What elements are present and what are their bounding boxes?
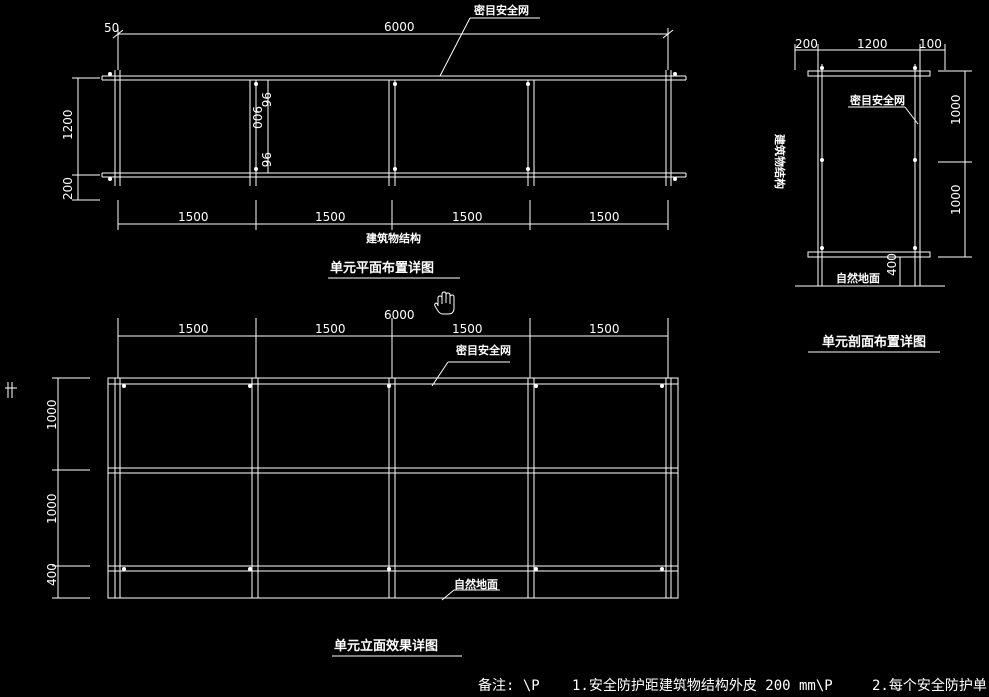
- plan-dim-1200: 1200: [61, 109, 75, 140]
- section-title: 单元剖面布置详图: [822, 334, 926, 350]
- section-dim-200: 200: [795, 37, 818, 51]
- elev-dim-1000-lower: 1000: [45, 493, 59, 524]
- section-building-label: 建筑物结构: [773, 134, 787, 189]
- elevation-view: 1500 1500 1500 1500 6000: [45, 308, 679, 657]
- plan-dim-6000: 6000: [384, 20, 415, 34]
- notes-item-2: 2.每个安全防护单: [872, 677, 987, 694]
- section-dim-1200: 1200: [857, 37, 888, 51]
- elev-dim-6000: 6000: [384, 308, 415, 322]
- plan-dim-50: 50: [104, 21, 119, 35]
- elev-top-dim-1: 1500: [178, 322, 209, 336]
- plan-net-label: 密目安全网: [474, 3, 529, 17]
- plan-bottom-dim-4: 1500: [589, 210, 620, 224]
- crosshair-icon: [5, 382, 17, 398]
- section-ground-label: 自然地面: [836, 271, 880, 285]
- elev-top-dim-2: 1500: [315, 322, 346, 336]
- section-dim-1000-upper: 1000: [949, 94, 963, 125]
- notes: 备注: \P 1.安全防护距建筑物结构外皮 200 mm\P 2.每个安全防护单: [478, 677, 987, 694]
- plan-dim-96-top: 96: [259, 92, 273, 107]
- elev-posts: [114, 378, 672, 598]
- plan-bottom-dim-3: 1500: [452, 210, 483, 224]
- section-dim-1000-lower: 1000: [949, 184, 963, 215]
- hand-cursor-icon: [434, 291, 455, 315]
- section-net-label: 密目安全网: [850, 93, 905, 107]
- plan-title: 单元平面布置详图: [330, 260, 434, 276]
- plan-view: 50 6000 密目安全网: [61, 3, 687, 279]
- elev-dim-400: 400: [45, 563, 59, 586]
- notes-item-1: 1.安全防护距建筑物结构外皮 200 mm\P: [572, 677, 833, 694]
- section-dim-100: 100: [919, 37, 942, 51]
- plan-dim-200: 200: [61, 177, 75, 200]
- notes-label: 备注: \P: [478, 677, 540, 694]
- plan-bottom-dim-2: 1500: [315, 210, 346, 224]
- section-dim-400: 400: [885, 253, 899, 276]
- plan-bottom-dim-1: 1500: [178, 210, 209, 224]
- elev-dim-1000-upper: 1000: [45, 399, 59, 430]
- elev-top-dim-4: 1500: [589, 322, 620, 336]
- section-view: 200 1200 100 密目安全网 建筑物结构 1000 1000: [773, 37, 972, 353]
- plan-dim-96-bottom: 96: [259, 152, 273, 167]
- plan-structure-label: 建筑物结构: [366, 231, 421, 245]
- elev-top-dim-3: 1500: [452, 322, 483, 336]
- elev-net-label: 密目安全网: [456, 343, 511, 357]
- plan-posts: [114, 70, 672, 186]
- plan-dim-900: 900: [250, 106, 264, 129]
- elev-title: 单元立面效果详图: [334, 638, 438, 654]
- elev-ground-label: 自然地面: [454, 577, 498, 591]
